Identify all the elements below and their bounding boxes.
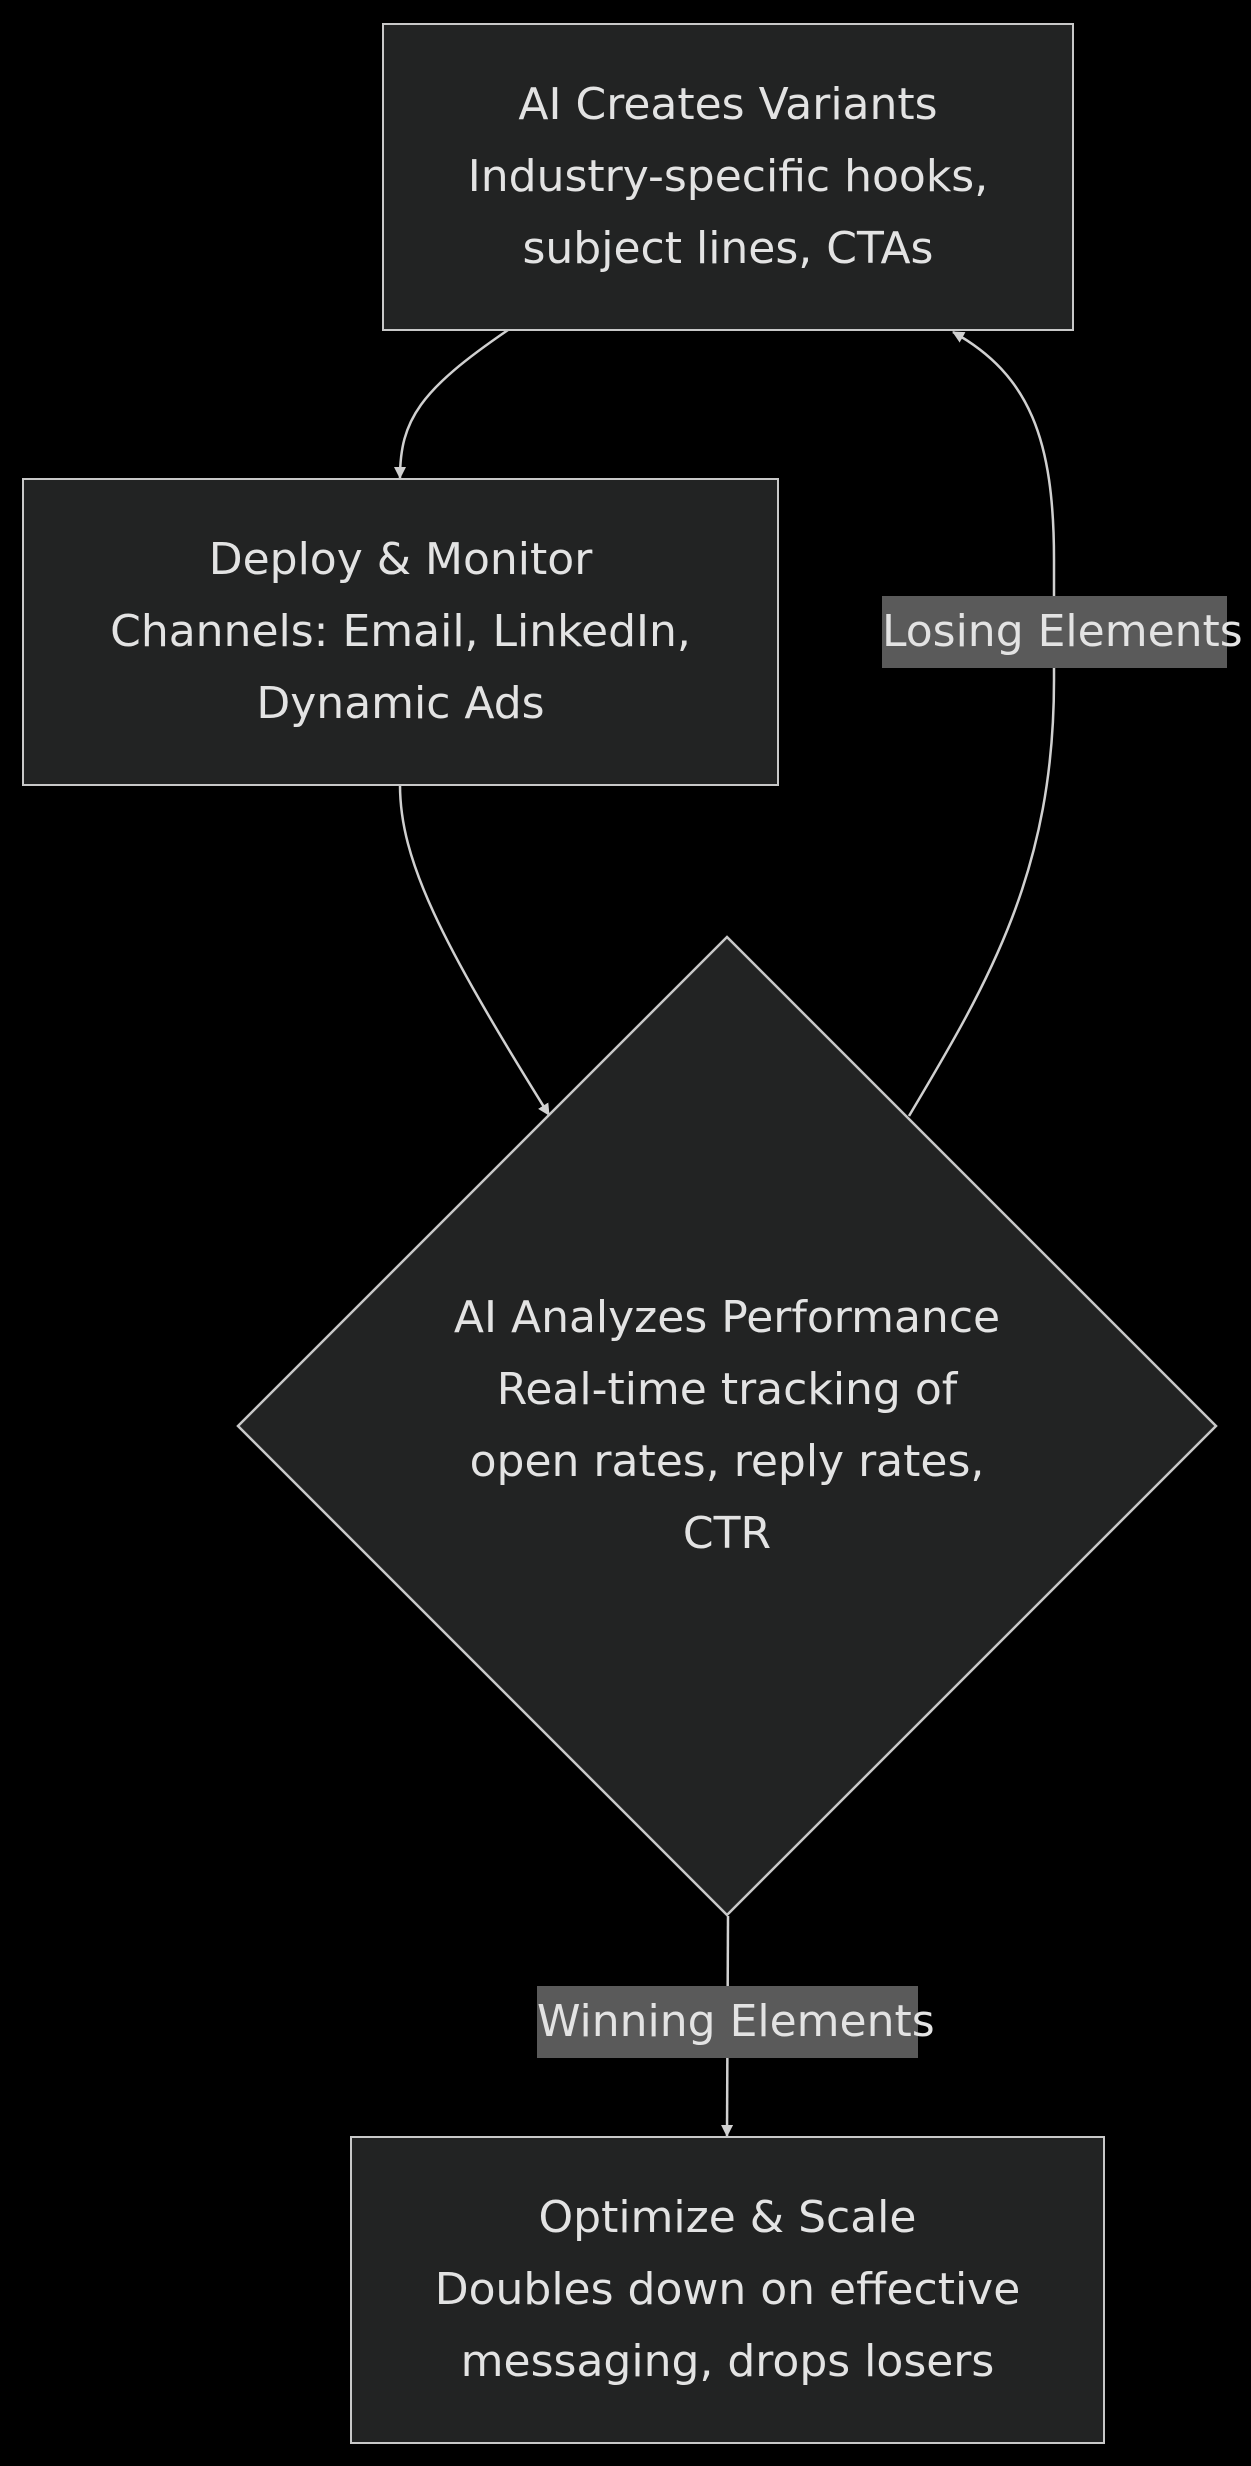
deploy-monitor-title: Deploy & Monitor bbox=[208, 534, 593, 585]
optimize-scale-title: Optimize & Scale bbox=[538, 2192, 917, 2243]
create-variants-line2: Industry-specific hooks, bbox=[467, 151, 989, 202]
losing-elements-label: Losing Elements bbox=[882, 596, 1243, 668]
deploy-monitor-text: Deploy & Monitor Channels: Email, Linked… bbox=[110, 524, 691, 740]
optimize-scale-node: Optimize & Scale Doubles down on effecti… bbox=[350, 2136, 1105, 2444]
create-variants-text: AI Creates Variants Industry-specific ho… bbox=[468, 69, 988, 285]
analyze-performance-line2: Real-time tracking of bbox=[496, 1364, 958, 1415]
analyze-performance-node: AI Analyzes Performance Real-time tracki… bbox=[402, 1246, 1052, 1606]
analyze-performance-line3: open rates, reply rates, bbox=[469, 1436, 985, 1487]
analyze-performance-text: AI Analyzes Performance Real-time tracki… bbox=[454, 1282, 1000, 1570]
analyze-performance-title: AI Analyzes Performance bbox=[453, 1292, 1001, 1343]
deploy-monitor-line3: Dynamic Ads bbox=[256, 678, 545, 729]
create-variants-title: AI Creates Variants bbox=[518, 79, 938, 130]
winning-elements-label: Winning Elements bbox=[537, 1986, 935, 2058]
deploy-monitor-line2: Channels: Email, LinkedIn, bbox=[110, 606, 691, 657]
edge-analyze-to-create bbox=[907, 330, 1056, 1117]
analyze-node-shape bbox=[236, 935, 1218, 1917]
analyze-performance-line4: CTR bbox=[682, 1508, 772, 1559]
optimize-scale-line3: messaging, drops losers bbox=[460, 2336, 995, 2387]
create-variants-line3: subject lines, CTAs bbox=[522, 223, 934, 274]
optimize-scale-line2: Doubles down on effective bbox=[434, 2264, 1021, 2315]
edge-deploy-to-analyze bbox=[398, 784, 551, 1116]
create-variants-node: AI Creates Variants Industry-specific ho… bbox=[382, 23, 1074, 331]
deploy-monitor-node: Deploy & Monitor Channels: Email, Linked… bbox=[22, 478, 779, 786]
optimize-scale-text: Optimize & Scale Doubles down on effecti… bbox=[435, 2182, 1021, 2398]
edge-create-to-deploy bbox=[394, 328, 509, 479]
